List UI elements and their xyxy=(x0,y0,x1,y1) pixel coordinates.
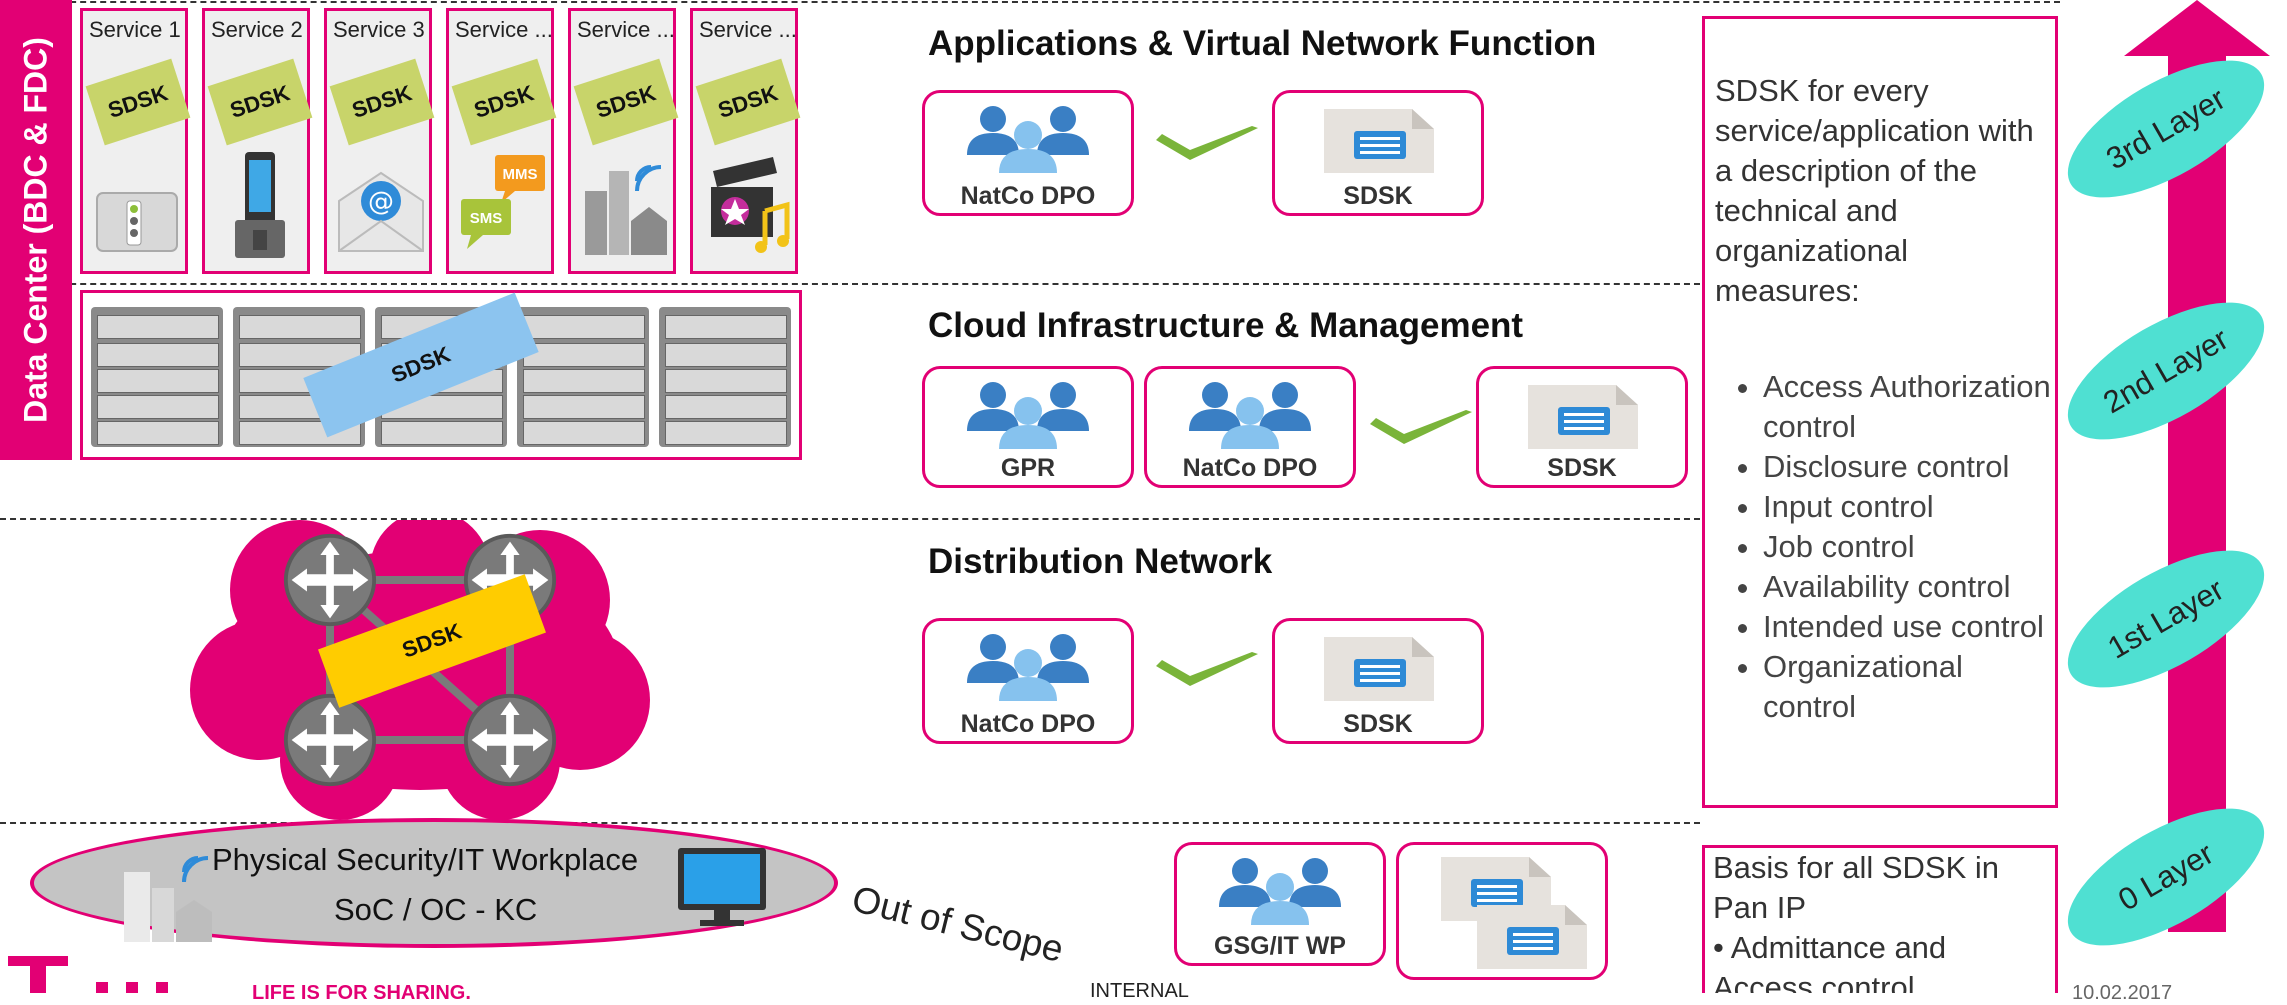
mobile-phone-icon xyxy=(235,152,285,258)
checkmark-icon xyxy=(1152,124,1262,164)
basis-line: • Admittance and xyxy=(1713,930,1947,965)
basis-line: Pan IP xyxy=(1713,890,1807,925)
people-icon xyxy=(953,381,1103,451)
physical-security-ellipse: Physical Security/IT Workplace SoC / OC … xyxy=(30,818,838,948)
service-title: Service ... xyxy=(577,17,675,42)
soc-label: SoC / OC - KC xyxy=(334,892,538,927)
monitor-icon xyxy=(678,848,766,926)
server-rack-row: SDSK xyxy=(80,290,802,460)
router-icon xyxy=(283,533,377,627)
sdsk-card: SDSK xyxy=(1476,366,1688,488)
measure-item: Job control xyxy=(1763,527,2059,567)
basis-box: Basis for all SDSK in Pan IP • Admittanc… xyxy=(1702,845,2058,993)
service-title: Service 2 xyxy=(211,17,303,42)
telekom-logo-icon xyxy=(8,956,68,993)
card-label: GSG/IT WP xyxy=(1214,932,1346,960)
separator-1 xyxy=(0,283,1700,285)
svg-text:SMS: SMS xyxy=(470,210,503,227)
measure-item: Organizational control xyxy=(1763,647,2059,727)
document-icon xyxy=(1471,901,1591,971)
sms-mms-icon: MMS SMS xyxy=(461,155,545,249)
sdsk-card: SDSK xyxy=(1272,90,1484,216)
dpo-card: NatCo DPO xyxy=(1144,366,1356,488)
document-icon xyxy=(1318,633,1438,703)
service-card-5: Service ... SDSK xyxy=(568,8,679,274)
card-label: NatCo DPO xyxy=(1182,454,1318,482)
layer-arrow xyxy=(2124,0,2270,932)
media-icon xyxy=(711,157,790,253)
card-label: NatCo DPO xyxy=(960,182,1096,210)
svg-text:@: @ xyxy=(368,187,394,217)
building-icon xyxy=(124,856,212,942)
service-card-4: Service ... SDSK MMS SMS xyxy=(446,8,557,274)
sdsk-tag: SDSK xyxy=(329,58,435,146)
footer-date: 10.02.2017 xyxy=(2072,982,2173,1004)
gsg-card: GSG/IT WP xyxy=(1174,842,1386,966)
telekom-dots-icon xyxy=(96,982,168,993)
email-icon: @ xyxy=(338,171,424,252)
service-title: Service 1 xyxy=(89,17,181,42)
card-label: NatCo DPO xyxy=(960,710,1096,738)
section-heading-apps: Applications & Virtual Network Function xyxy=(928,24,1597,63)
sdsk-tag: SDSK xyxy=(85,58,191,146)
service-card-3: Service 3 SDSK @ xyxy=(324,8,435,274)
server-rack-icon xyxy=(659,307,791,447)
document-icon xyxy=(1522,381,1642,451)
separator-3 xyxy=(0,822,1700,824)
separator-2 xyxy=(0,518,1700,520)
section-heading-distribution: Distribution Network xyxy=(928,542,1273,581)
svg-text:MMS: MMS xyxy=(503,166,538,183)
people-icon xyxy=(953,105,1103,175)
server-rack-icon xyxy=(91,307,223,447)
sdsk-tag: SDSK xyxy=(695,58,801,146)
service-title: Service 3 xyxy=(333,17,425,42)
dpo-card: NatCo DPO xyxy=(922,618,1134,744)
basis-line: Basis for all SDSK in xyxy=(1713,850,1999,885)
smart-city-icon xyxy=(585,165,667,255)
measures-list: Access Authorization control Disclosure … xyxy=(1705,367,2059,727)
checkmark-icon xyxy=(1366,408,1476,448)
physical-security-title: Physical Security/IT Workplace xyxy=(212,842,639,877)
separator-top xyxy=(0,1,2060,3)
checkmark-icon xyxy=(1152,650,1262,690)
card-label: SDSK xyxy=(1343,182,1413,210)
card-label: SDSK xyxy=(1547,454,1617,482)
sdsk-description-box: SDSK for every service/application with … xyxy=(1702,16,2058,808)
data-center-label: Data Center (BDC & FDC) xyxy=(17,37,54,423)
people-icon xyxy=(1175,381,1325,451)
measure-item: Access Authorization control xyxy=(1763,367,2059,447)
server-box-icon xyxy=(96,192,178,252)
service-card-2: Service 2 SDSK xyxy=(202,8,313,274)
gpr-card: GPR xyxy=(922,366,1134,488)
dpo-card: NatCo DPO xyxy=(922,90,1134,216)
service-card-1: Service 1 SDSK xyxy=(80,8,191,274)
measure-item: Availability control xyxy=(1763,567,2059,607)
basis-line: Access control xyxy=(1713,970,1915,993)
sdsk-tag: SDSK xyxy=(451,58,557,146)
footer-classification: INTERNAL xyxy=(1090,980,1189,1002)
documents-card xyxy=(1396,842,1608,980)
server-rack-icon xyxy=(517,307,649,447)
people-icon xyxy=(953,633,1103,703)
card-label: GPR xyxy=(1000,454,1056,482)
footer-slogan: LIFE IS FOR SHARING. xyxy=(252,982,471,1004)
out-of-scope-label: Out of Scope xyxy=(848,878,1068,971)
router-icon xyxy=(463,693,557,787)
service-title: Service ... xyxy=(699,17,797,42)
section-heading-cloud: Cloud Infrastructure & Management xyxy=(928,306,1524,345)
measure-item: Disclosure control xyxy=(1763,447,2059,487)
description-intro: SDSK for every service/application with … xyxy=(1715,73,2034,308)
sdsk-tag: SDSK xyxy=(207,58,313,146)
router-icon xyxy=(283,693,377,787)
sdsk-card: SDSK xyxy=(1272,618,1484,744)
service-card-6: Service ... SDSK xyxy=(690,8,801,274)
document-icon xyxy=(1318,105,1438,175)
card-label: SDSK xyxy=(1343,710,1413,738)
service-title: Service ... xyxy=(455,17,553,42)
data-center-bar: Data Center (BDC & FDC) xyxy=(0,0,72,460)
measure-item: Intended use control xyxy=(1763,607,2059,647)
people-icon xyxy=(1205,857,1355,927)
sdsk-tag: SDSK xyxy=(573,58,679,146)
measure-item: Input control xyxy=(1763,487,2059,527)
